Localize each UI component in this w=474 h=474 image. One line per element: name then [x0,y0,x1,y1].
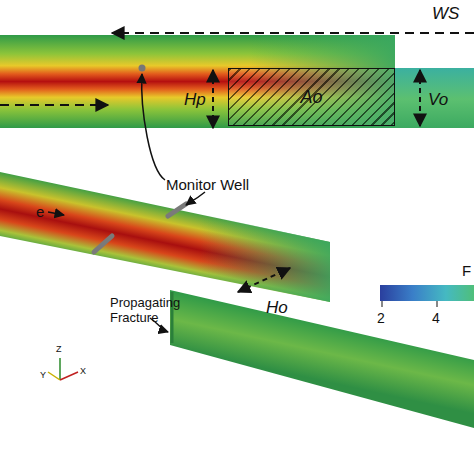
axis-z [59,358,61,380]
leader-line [48,212,64,215]
dimension-arrow [419,70,421,126]
primary-fracture [0,35,395,128]
monitor-well [168,204,186,216]
color-bar [380,285,474,301]
axis-label: Z [56,344,62,355]
colorbar-tick-label: 4 [432,310,440,326]
fracture-tip-fade [200,214,330,302]
monitor-well [94,236,112,252]
dimension-label: Ho [266,298,288,317]
colorbar-title: F [462,262,471,279]
tick [382,301,383,307]
tick [437,301,438,307]
propagating-fracture-3d [170,290,474,428]
dimension-label: Vo [428,90,448,109]
overlap-area-box: Ao [228,68,395,126]
axis-y [48,372,60,380]
dashed-arrow [112,32,474,34]
callout-label: Propagating Fracture [110,295,180,325]
axis-label: Y [40,370,46,381]
monitor-well-dot [139,65,146,72]
dimension-arrow [212,70,214,128]
offset-fracture [228,68,474,128]
axis-x [60,372,78,380]
leader-line [186,192,205,205]
leader-line [142,74,165,180]
callout-label: Monitor Well [166,176,249,193]
callout-label: e [36,203,44,220]
dimension-arrow [238,268,290,292]
axis-label: X [80,366,86,377]
stress-label: WS [432,4,459,23]
colorbar-tick-label: 2 [377,310,385,326]
dimension-label: Hp [184,90,206,109]
dashed-arrow [0,104,108,106]
area-label: Ao [300,87,322,108]
fracture-3d [0,172,330,302]
